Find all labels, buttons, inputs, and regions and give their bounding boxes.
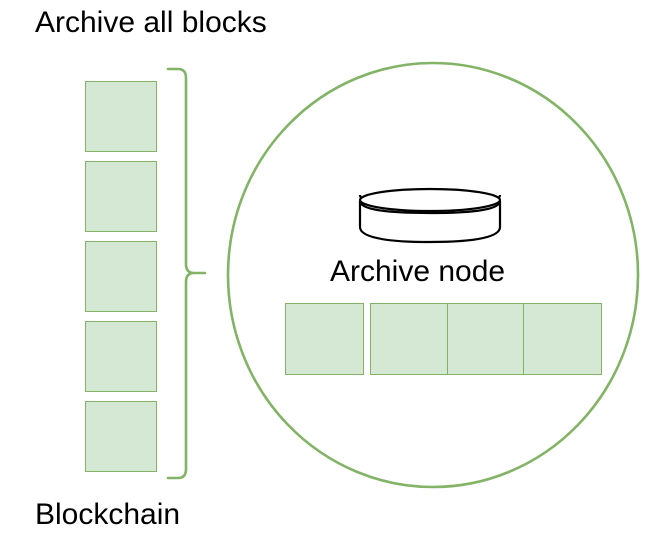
cylinder-top xyxy=(358,187,502,213)
cylinder-body xyxy=(358,201,502,244)
title-archive-all-blocks: Archive all blocks xyxy=(35,6,267,39)
chain-block-5 xyxy=(85,401,157,472)
blockchain-label: Blockchain xyxy=(35,498,181,531)
archived-block-4 xyxy=(523,303,602,375)
cylinder-ridge-1 xyxy=(358,194,502,209)
chain-block-3 xyxy=(85,241,157,312)
chain-block-2 xyxy=(85,161,157,232)
archive-node-label: Archive node xyxy=(330,255,506,288)
archived-block-2 xyxy=(370,303,449,375)
chain-block-1 xyxy=(85,81,157,152)
curly-brace-path xyxy=(166,67,207,480)
cylinder-ridge-2 xyxy=(358,200,502,215)
chain-block-4 xyxy=(85,321,157,392)
archived-block-3 xyxy=(447,303,526,375)
archived-block-1 xyxy=(285,303,364,375)
